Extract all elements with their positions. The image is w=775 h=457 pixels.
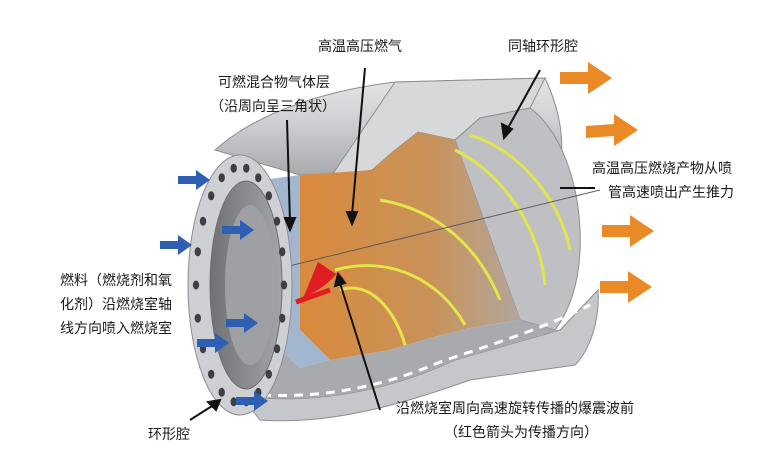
orange-arrow-icon	[600, 271, 652, 303]
bolt-hole	[279, 313, 286, 323]
inner-shell-bottom	[240, 320, 560, 399]
exhaust-arrows	[560, 62, 654, 303]
blue-arrow-icon	[236, 391, 268, 411]
label-annular-cavity: 环形腔	[148, 427, 190, 443]
inlet-arrows	[160, 170, 268, 411]
label-product-2: 管高速喷出产生推力	[608, 185, 734, 201]
bolt-hole	[192, 280, 200, 290]
bolt-hole	[218, 387, 225, 397]
bolt-hole	[255, 173, 262, 183]
red-arrow-icon	[295, 262, 345, 305]
orange-arrow-icon	[586, 114, 638, 146]
bolt-hole	[208, 191, 215, 201]
bolt-hole	[208, 369, 215, 379]
blue-arrow-icon	[197, 333, 229, 353]
annulus-dashed-line	[261, 303, 591, 397]
label-injection-3: 线方向喷入燃烧室	[60, 321, 172, 337]
bolt-hole	[273, 344, 281, 354]
blue-arrow-icon	[178, 170, 210, 190]
label-product-1: 高温高压燃烧产物从喷	[592, 161, 732, 177]
bolt-hole	[279, 247, 286, 257]
label-high-temp-gas: 高温高压燃气	[318, 39, 402, 55]
blue-arrow-icon	[226, 313, 258, 333]
leader-lines	[189, 67, 595, 421]
blue-arrow-icon	[160, 235, 192, 255]
bolt-hole	[230, 163, 237, 173]
label-fuel-layer-1: 可燃混合物气体层	[218, 75, 330, 91]
bolt-hole	[273, 216, 281, 226]
front-flange	[187, 154, 293, 416]
orange-arrow-icon	[602, 215, 654, 247]
bolt-hole	[194, 247, 201, 257]
bolt-hole	[230, 397, 237, 407]
bolt-hole	[194, 313, 201, 323]
label-coaxial-cavity: 同轴环形腔	[508, 39, 578, 55]
bolt-hole	[280, 280, 288, 290]
orange-arrow-icon	[560, 62, 612, 94]
bolt-hole	[243, 163, 250, 173]
wave-lines	[334, 133, 572, 346]
outer-shell-right	[454, 107, 581, 331]
axis-line	[231, 189, 601, 281]
flange-bolt-holes	[192, 163, 288, 407]
bolt-hole	[199, 216, 207, 226]
blue-arrow-icon	[222, 220, 254, 240]
bolt-hole	[265, 191, 272, 201]
label-fuel-layer-2: （沿周向呈三角状）	[210, 99, 336, 115]
bolt-hole	[265, 369, 272, 379]
label-detonation-2: （红色箭头为传播方向）	[444, 425, 598, 441]
label-injection-1: 燃料（燃烧剂和氧	[60, 273, 172, 289]
label-detonation-1: 沿燃烧室周向高速旋转传播的爆震波前	[396, 401, 634, 417]
bolt-hole	[218, 173, 225, 183]
label-injection-2: 化剂）沿燃烧室轴	[60, 297, 172, 313]
